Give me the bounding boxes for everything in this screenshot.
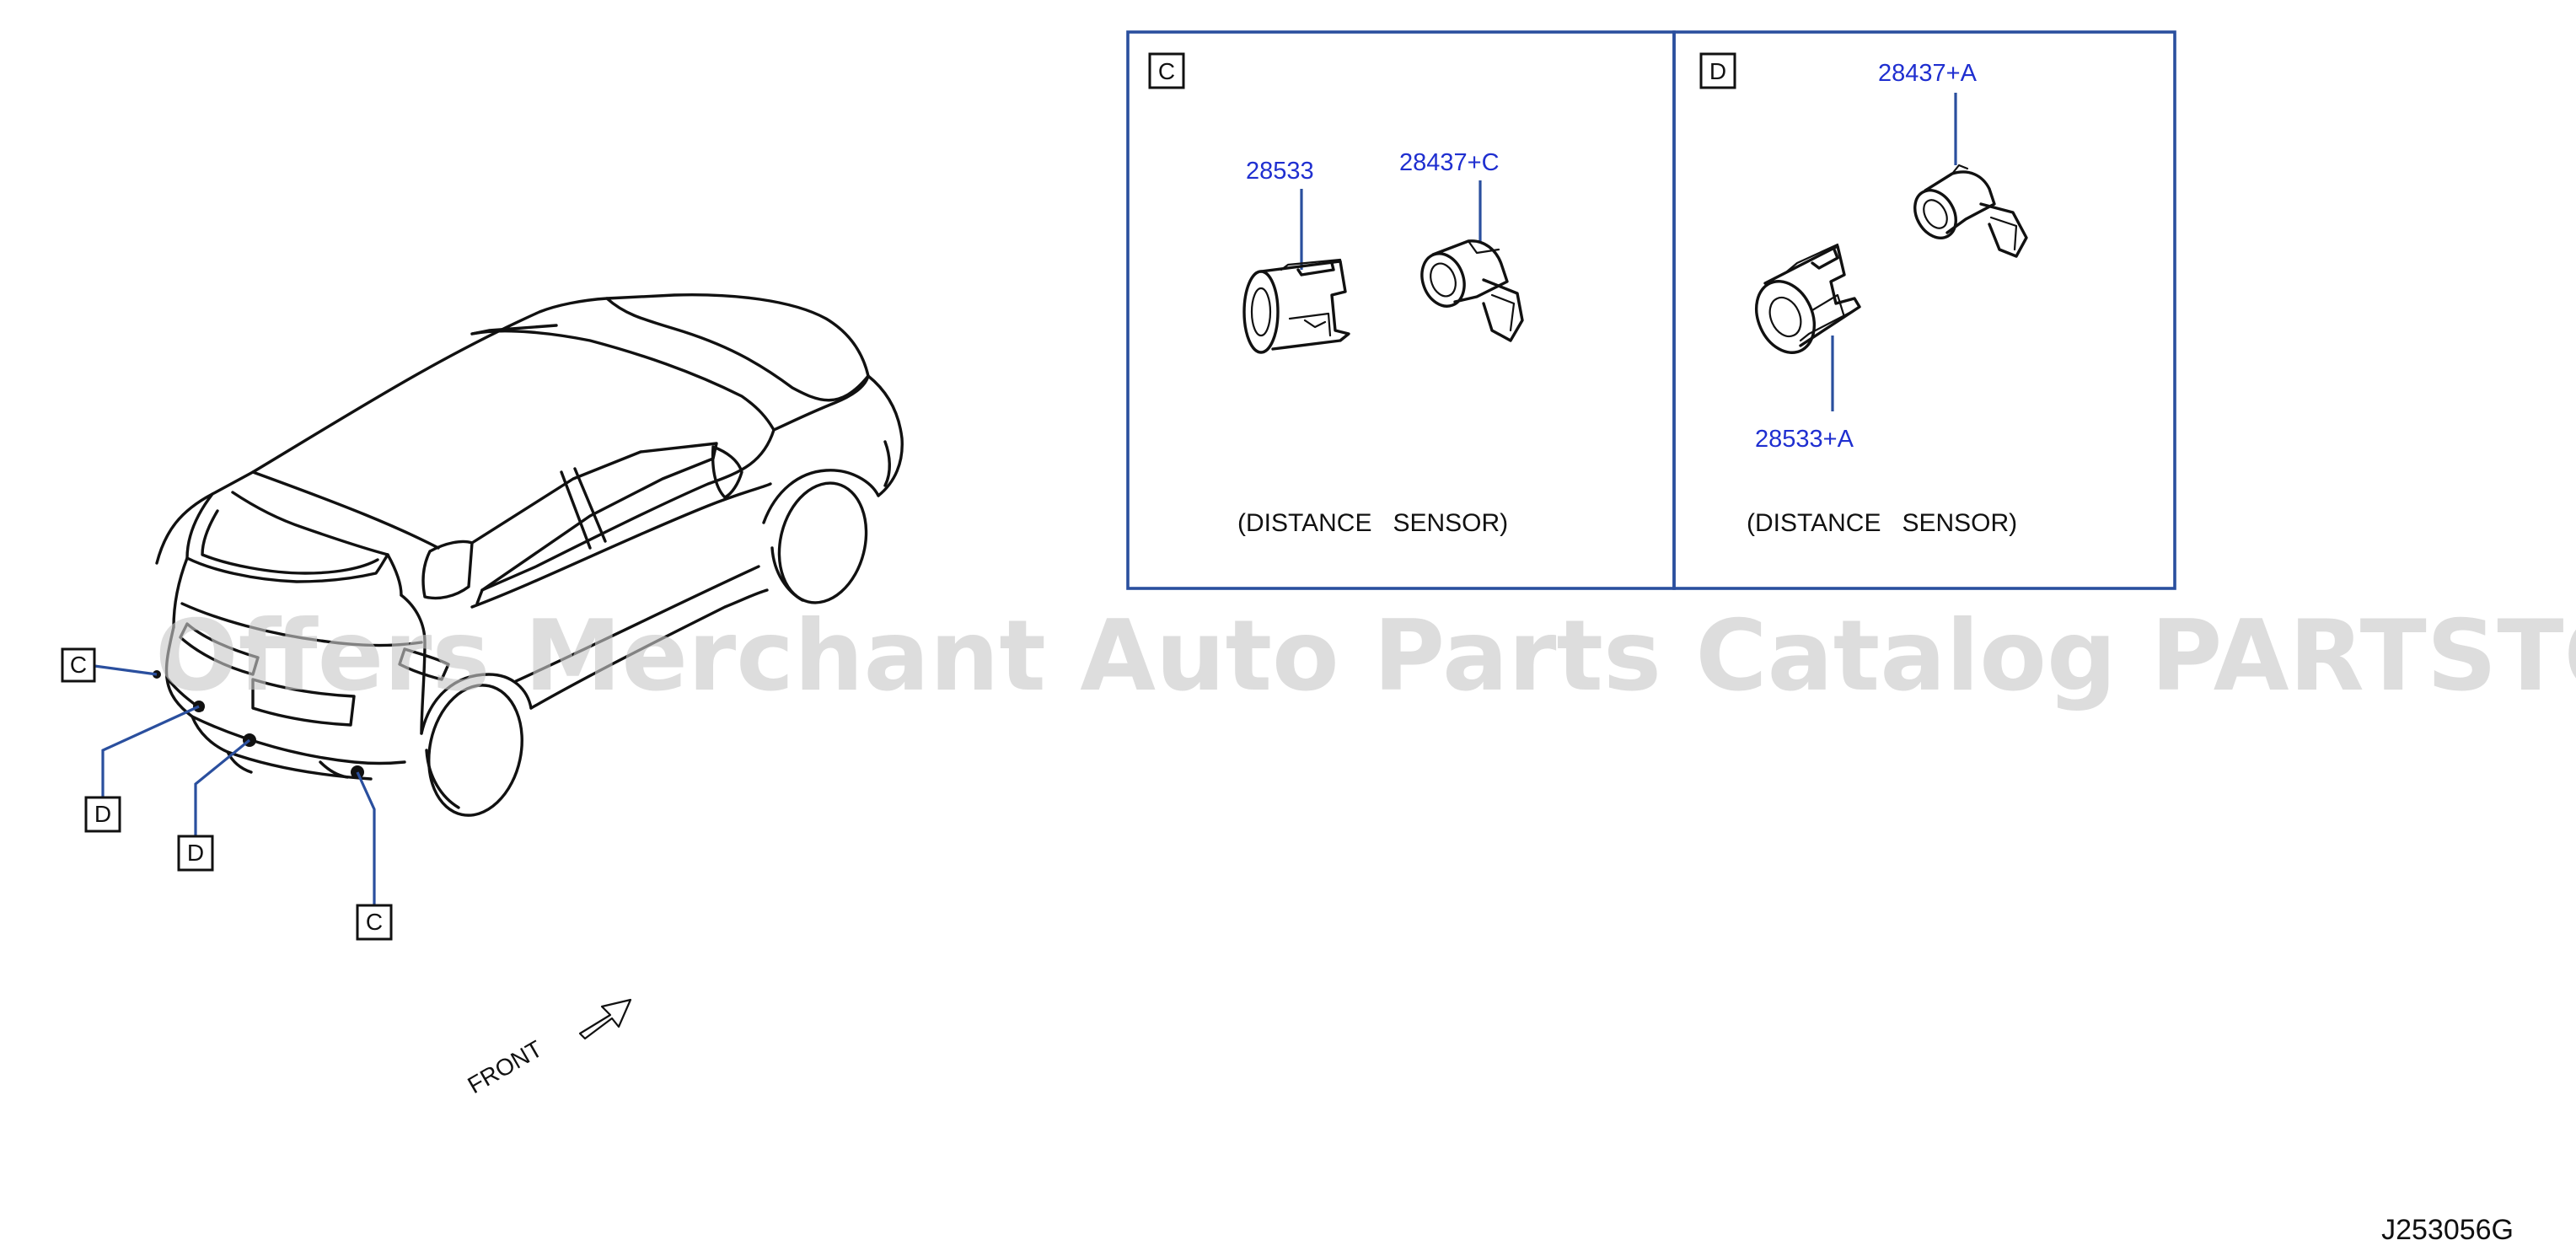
front-direction-indicator: FRONT (464, 998, 632, 1098)
callout-letter: C (70, 652, 87, 678)
distance-sensor-28437-a-icon (1913, 164, 2028, 258)
car-callout-d-first: D (84, 796, 121, 833)
part-number-28437-c: 28437+C (1399, 149, 1500, 176)
callout-letter: C (366, 909, 383, 935)
callout-letter: D (187, 840, 204, 866)
front-arrow-icon (578, 998, 632, 1040)
car-callout-c-left: C (61, 647, 96, 683)
frame-callout-d: D (1709, 58, 1726, 84)
detail-frame-d: D 28437+A 28533+A (DISTANCE SENSOR) (1672, 30, 2176, 590)
part-number-28533-a: 28533+A (1755, 426, 1854, 453)
vehicle-illustration (153, 293, 904, 817)
part-number-28533: 28533 (1246, 158, 1314, 185)
frame-callout-c: C (1158, 58, 1175, 84)
frame-d-caption: (DISTANCE SENSOR) (1747, 509, 2017, 537)
distance-sensor-28533-a-icon (1755, 243, 1861, 354)
front-label: FRONT (464, 1035, 547, 1098)
watermark-text: Offers Merchant Auto Parts Catalog PARTS… (155, 599, 2576, 713)
car-callout-leaders (94, 664, 376, 905)
frame-c-caption: (DISTANCE SENSOR) (1237, 509, 1508, 537)
callout-letter: D (94, 801, 111, 827)
diagram-id: J253056G (2381, 1214, 2514, 1246)
car-callout-d-second: D (177, 835, 214, 872)
distance-sensor-28437-c-icon (1420, 239, 1524, 342)
part-number-28437-a: 28437+A (1878, 60, 1978, 87)
distance-sensor-28533-icon (1242, 258, 1350, 354)
detail-frame-c: C 28533 28437+C (DISTANCE SENSOR) (1126, 30, 1676, 590)
car-callout-c-right: C (356, 904, 393, 941)
